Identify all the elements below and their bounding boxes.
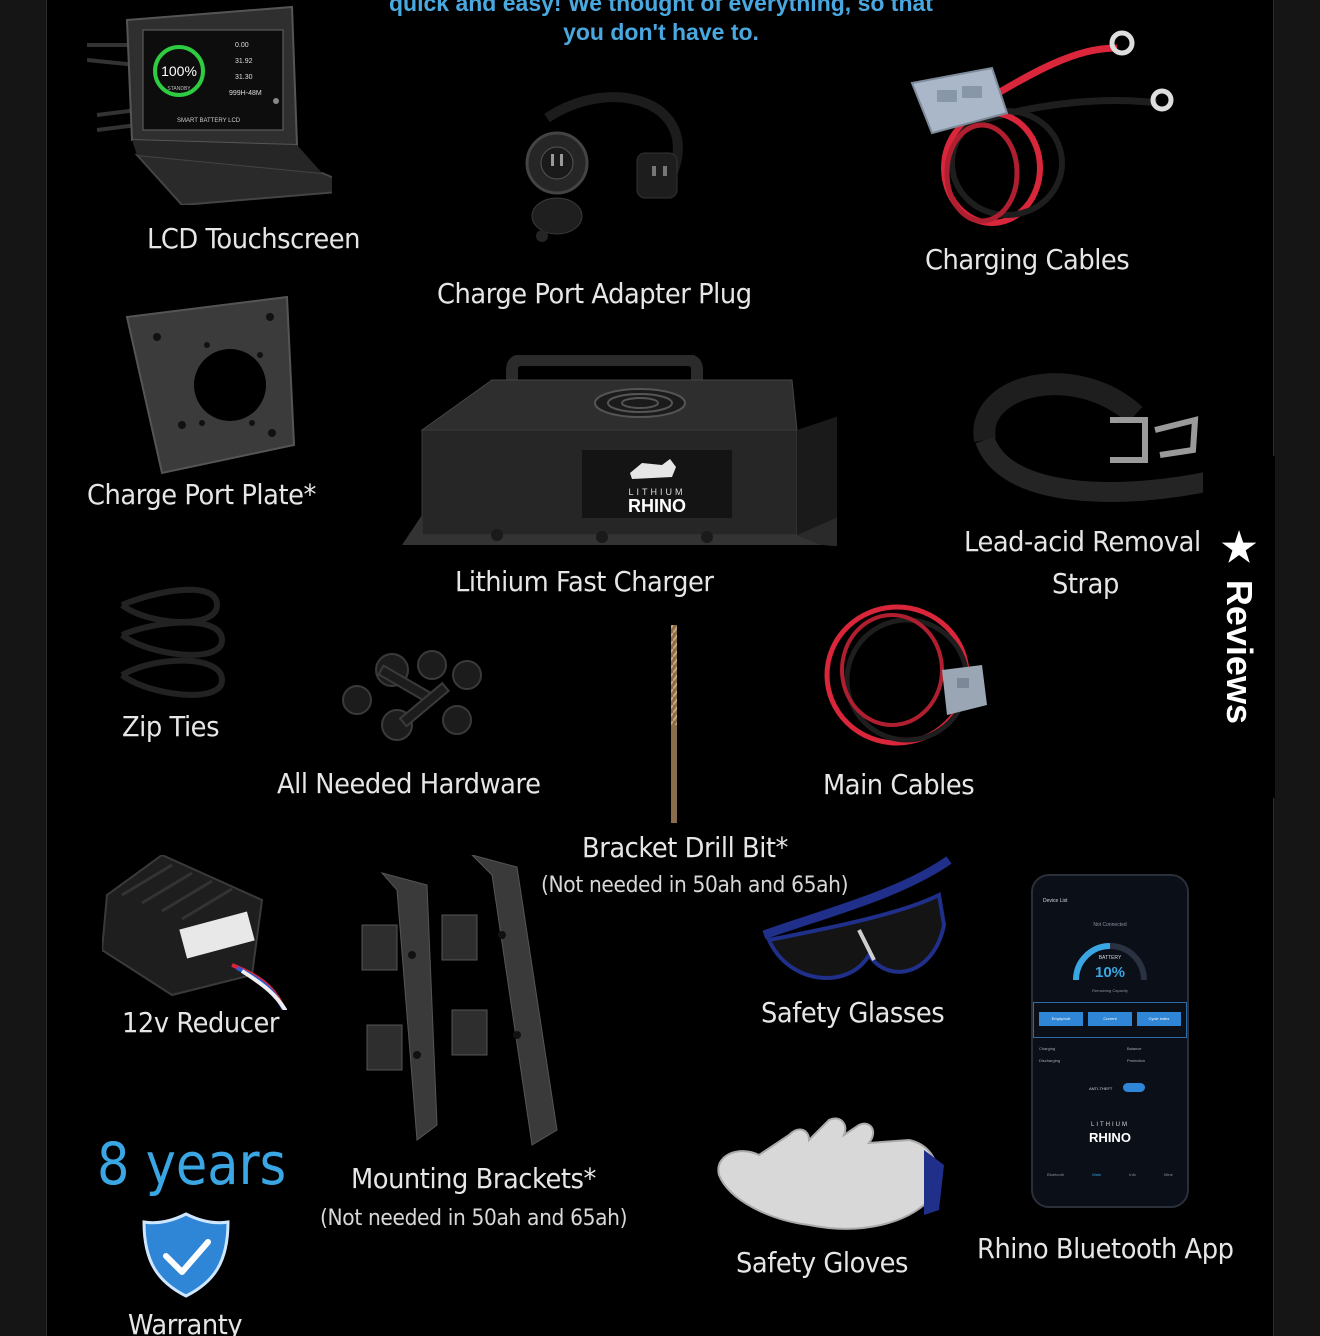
app-nav-bluetooth[interactable]: Bluetooth — [1047, 1172, 1065, 1177]
app-title: Device List — [1043, 898, 1068, 904]
app-anti-theft: ANTI-THEFT — [1089, 1086, 1113, 1091]
app-logo-top: LITHIUM — [1091, 1122, 1129, 1128]
app-card-empty-volt[interactable]: Empty/volt — [1039, 1012, 1083, 1026]
reviews-tab[interactable]: ★ Reviews — [1203, 456, 1275, 798]
label-removal-strap-1: Lead-acid Removal — [964, 525, 1201, 558]
label-charge-port-plate: Charge Port Plate* — [87, 478, 316, 511]
drill-bit-image — [671, 625, 677, 823]
lithium-fast-charger-image: LITHIUM RHINO — [402, 355, 837, 547]
safety-glasses-image — [762, 856, 952, 980]
label-charge-port-adapter: Charge Port Adapter Plug — [437, 277, 752, 310]
label-removal-strap-2: Strap — [1052, 567, 1119, 600]
charger-logo-bottom: RHINO — [628, 496, 686, 516]
warranty-years: 8 years — [97, 1130, 287, 1198]
app-nav-main[interactable]: Main — [1092, 1172, 1101, 1177]
app-balance: Balance — [1127, 1046, 1142, 1051]
app-charging: Charging — [1039, 1046, 1056, 1051]
lcd-reading-2: 31.92 — [235, 58, 253, 65]
charger-logo-top: LITHIUM — [629, 487, 686, 497]
app-percent: 10% — [1094, 964, 1126, 981]
label-lcd-touchscreen: LCD Touchscreen — [147, 222, 361, 255]
shield-check-icon — [142, 1212, 230, 1298]
lcd-reading-3: 31.30 — [235, 74, 253, 81]
label-drill-bit-note: (Not needed in 50ah and 65ah) — [541, 873, 849, 898]
label-main-cables: Main Cables — [823, 768, 975, 801]
app-anti-theft-toggle[interactable] — [1123, 1083, 1145, 1092]
removal-strap-image — [973, 373, 1218, 502]
headline-line-2: you don't have to. — [563, 19, 759, 45]
label-all-needed-hardware: All Needed Hardware — [277, 767, 541, 800]
app-status: Not Connected — [1093, 922, 1127, 928]
main-cables-image — [824, 604, 987, 746]
lcd-reading-1: 0.00 — [235, 42, 249, 49]
label-mounting-brackets: Mounting Brackets* — [351, 1162, 596, 1195]
reviews-label: Reviews — [1219, 579, 1260, 724]
app-battery-label: BATTERY — [1098, 955, 1122, 961]
lcd-reading-4: 999H-48M — [229, 90, 262, 97]
lcd-state: STANDBY — [167, 86, 191, 92]
app-bottom-nav: Bluetooth Main Info Mine — [1033, 1172, 1187, 1192]
hardware-image — [342, 650, 482, 741]
phone-app-image: Device List Not Connected BATTERY 10% Re… — [1031, 874, 1189, 1208]
lcd-touchscreen-image: 100% STANDBY 0.00 31.92 31.30 999H-48M S… — [87, 5, 332, 205]
app-nav-info[interactable]: Info — [1129, 1172, 1136, 1177]
app-nav-mine[interactable]: Mine — [1164, 1172, 1173, 1177]
app-protection: Protection — [1127, 1058, 1146, 1063]
charge-port-adapter-image — [525, 92, 683, 242]
mounting-brackets-image — [361, 855, 558, 1146]
app-logo-bottom: RHINO — [1089, 1130, 1131, 1145]
app-remaining: Remaining Capacity — [1092, 988, 1128, 993]
label-safety-gloves: Safety Gloves — [736, 1246, 909, 1279]
safety-gloves-image — [717, 1117, 944, 1230]
label-charging-cables: Charging Cables — [925, 243, 1130, 276]
label-safety-glasses: Safety Glasses — [761, 996, 945, 1029]
star-icon: ★ — [1221, 525, 1257, 570]
label-zip-ties: Zip Ties — [122, 710, 220, 743]
reducer-image — [102, 855, 287, 1010]
label-mounting-brackets-note: (Not needed in 50ah and 65ah) — [320, 1206, 628, 1231]
charging-cables-image — [910, 30, 1174, 226]
label-rhino-bluetooth-app: Rhino Bluetooth App — [977, 1232, 1234, 1265]
zip-ties-image — [120, 586, 226, 698]
label-12v-reducer: 12v Reducer — [122, 1006, 280, 1039]
label-warranty: Warranty — [128, 1308, 243, 1336]
lcd-percent: 100% — [161, 63, 197, 79]
label-drill-bit: Bracket Drill Bit* — [582, 831, 788, 864]
charge-port-plate-image — [125, 295, 296, 475]
label-lithium-fast-charger: Lithium Fast Charger — [455, 565, 714, 598]
app-card-current[interactable]: Current — [1088, 1012, 1132, 1026]
lcd-brand: SMART BATTERY LCD — [177, 118, 241, 124]
kit-contents-panel: quick and easy! We thought of everything… — [46, 0, 1274, 1336]
headline-line-1: quick and easy! We thought of everything… — [389, 0, 933, 16]
app-card-cycle-index[interactable]: Cycle index — [1137, 1012, 1181, 1026]
app-discharging: Discharging — [1039, 1058, 1061, 1063]
